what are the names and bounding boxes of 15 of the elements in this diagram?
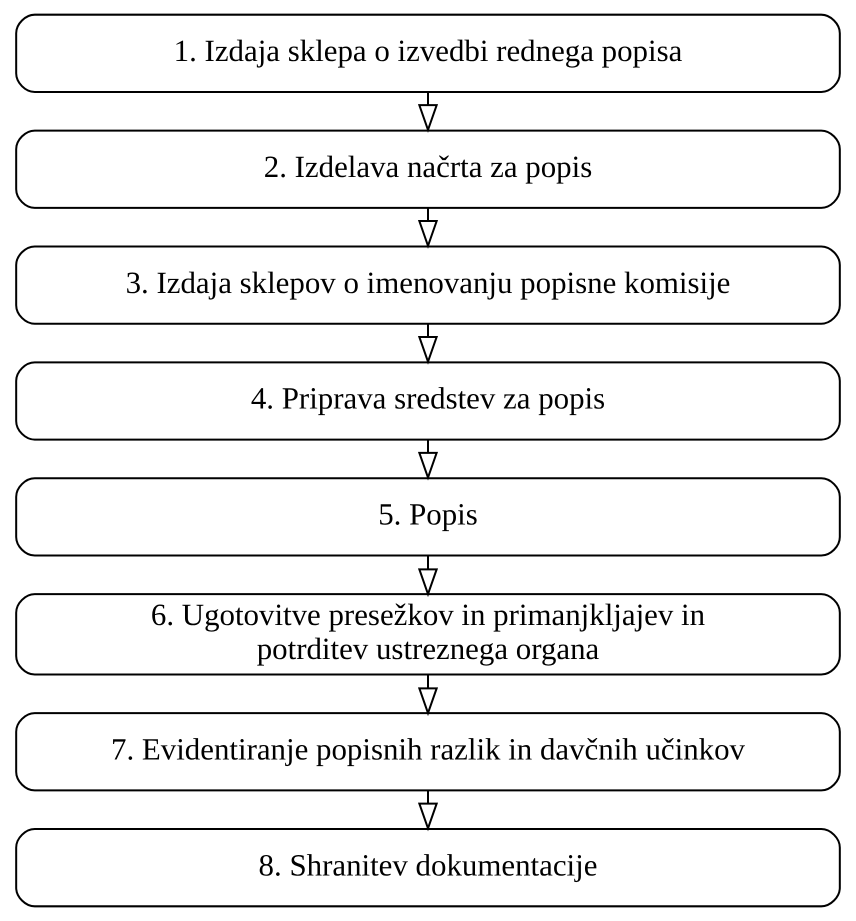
node-box: 6. Ugotovitve presežkov in primanjkljajev in potrditev ustreznega organa [15,593,841,676]
node-box: 7. Evidentiranje popisnih razlik in davčnih učinkov [15,712,841,792]
arrow [418,556,438,598]
node-box: 5. Popis [15,477,841,557]
node-box: 3. Izdaja sklepov o imenovanju popisne komisije [15,245,841,325]
arrow [418,208,438,249]
arrow [418,440,438,481]
node-box: 8. Shranitev dokumentacije [15,828,841,908]
arrow [418,674,438,716]
arrow [418,92,438,133]
node-box: 2. Izdelava načrta za popis [15,130,841,209]
arrow [418,790,438,832]
arrow [418,324,438,365]
node-box: 4. Priprava sredstev za popis [15,361,841,441]
node-box: 1. Izdaja sklepa o izvedbi rednega popisa [15,14,841,93]
